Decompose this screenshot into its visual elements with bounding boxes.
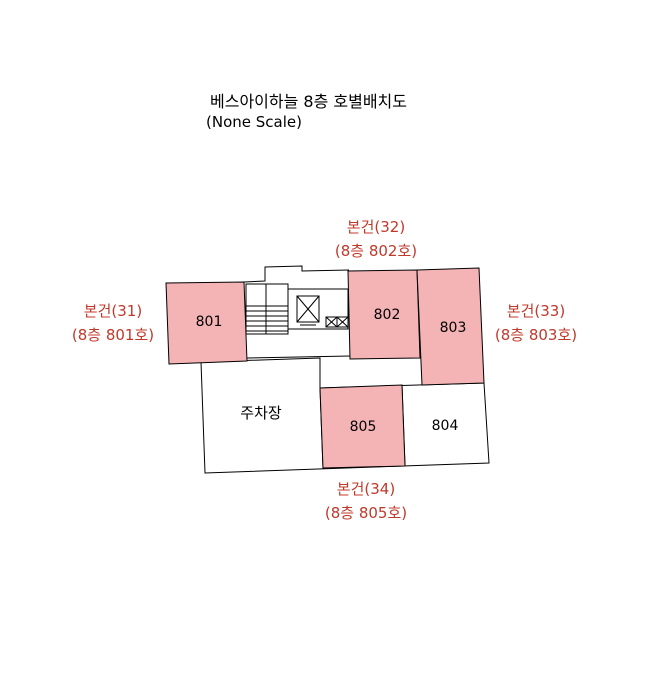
page-title: 베스아이하늘 8층 호별배치도 (210, 92, 407, 111)
core-outline (243, 265, 350, 283)
callout-801-line2: (8층 801호) (71, 326, 155, 344)
callout-805-line2: (8층 805호) (324, 504, 408, 522)
callout-802-line1: 본건(32) (346, 218, 406, 236)
unit-805[interactable] (319, 384, 406, 469)
unit-803-label: 803 (440, 320, 467, 336)
callout-801-line1: 본건(31) (83, 302, 143, 320)
unit-801-label: 801 (196, 314, 223, 330)
unit-802[interactable] (347, 269, 421, 360)
callout-805-line1: 본건(34) (336, 480, 396, 498)
scale-note: (None Scale) (206, 113, 302, 131)
unit-801[interactable] (165, 281, 248, 365)
duct-icons (325, 316, 349, 328)
elevator-icon (296, 295, 320, 326)
callout-803-line2: (8층 803호) (494, 326, 578, 344)
callout-803-line1: 본건(33) (506, 302, 566, 320)
unit-805-label: 805 (350, 419, 377, 435)
callout-803: 본건(33) (8층 803호) (486, 300, 586, 346)
unit-803[interactable] (416, 267, 485, 386)
callout-802: 본건(32) (8층 802호) (326, 216, 426, 262)
stair-treads (246, 305, 288, 332)
callout-801: 본건(31) (8층 801호) (62, 300, 164, 346)
unit-804-label: 804 (432, 418, 459, 434)
unit-802-label: 802 (374, 307, 401, 323)
parking-label: 주차장 (240, 404, 282, 422)
lobby-box (287, 288, 349, 330)
callout-802-line2: (8층 802호) (334, 242, 418, 260)
callout-805: 본건(34) (8층 805호) (314, 478, 418, 524)
core-bottom (246, 355, 351, 359)
